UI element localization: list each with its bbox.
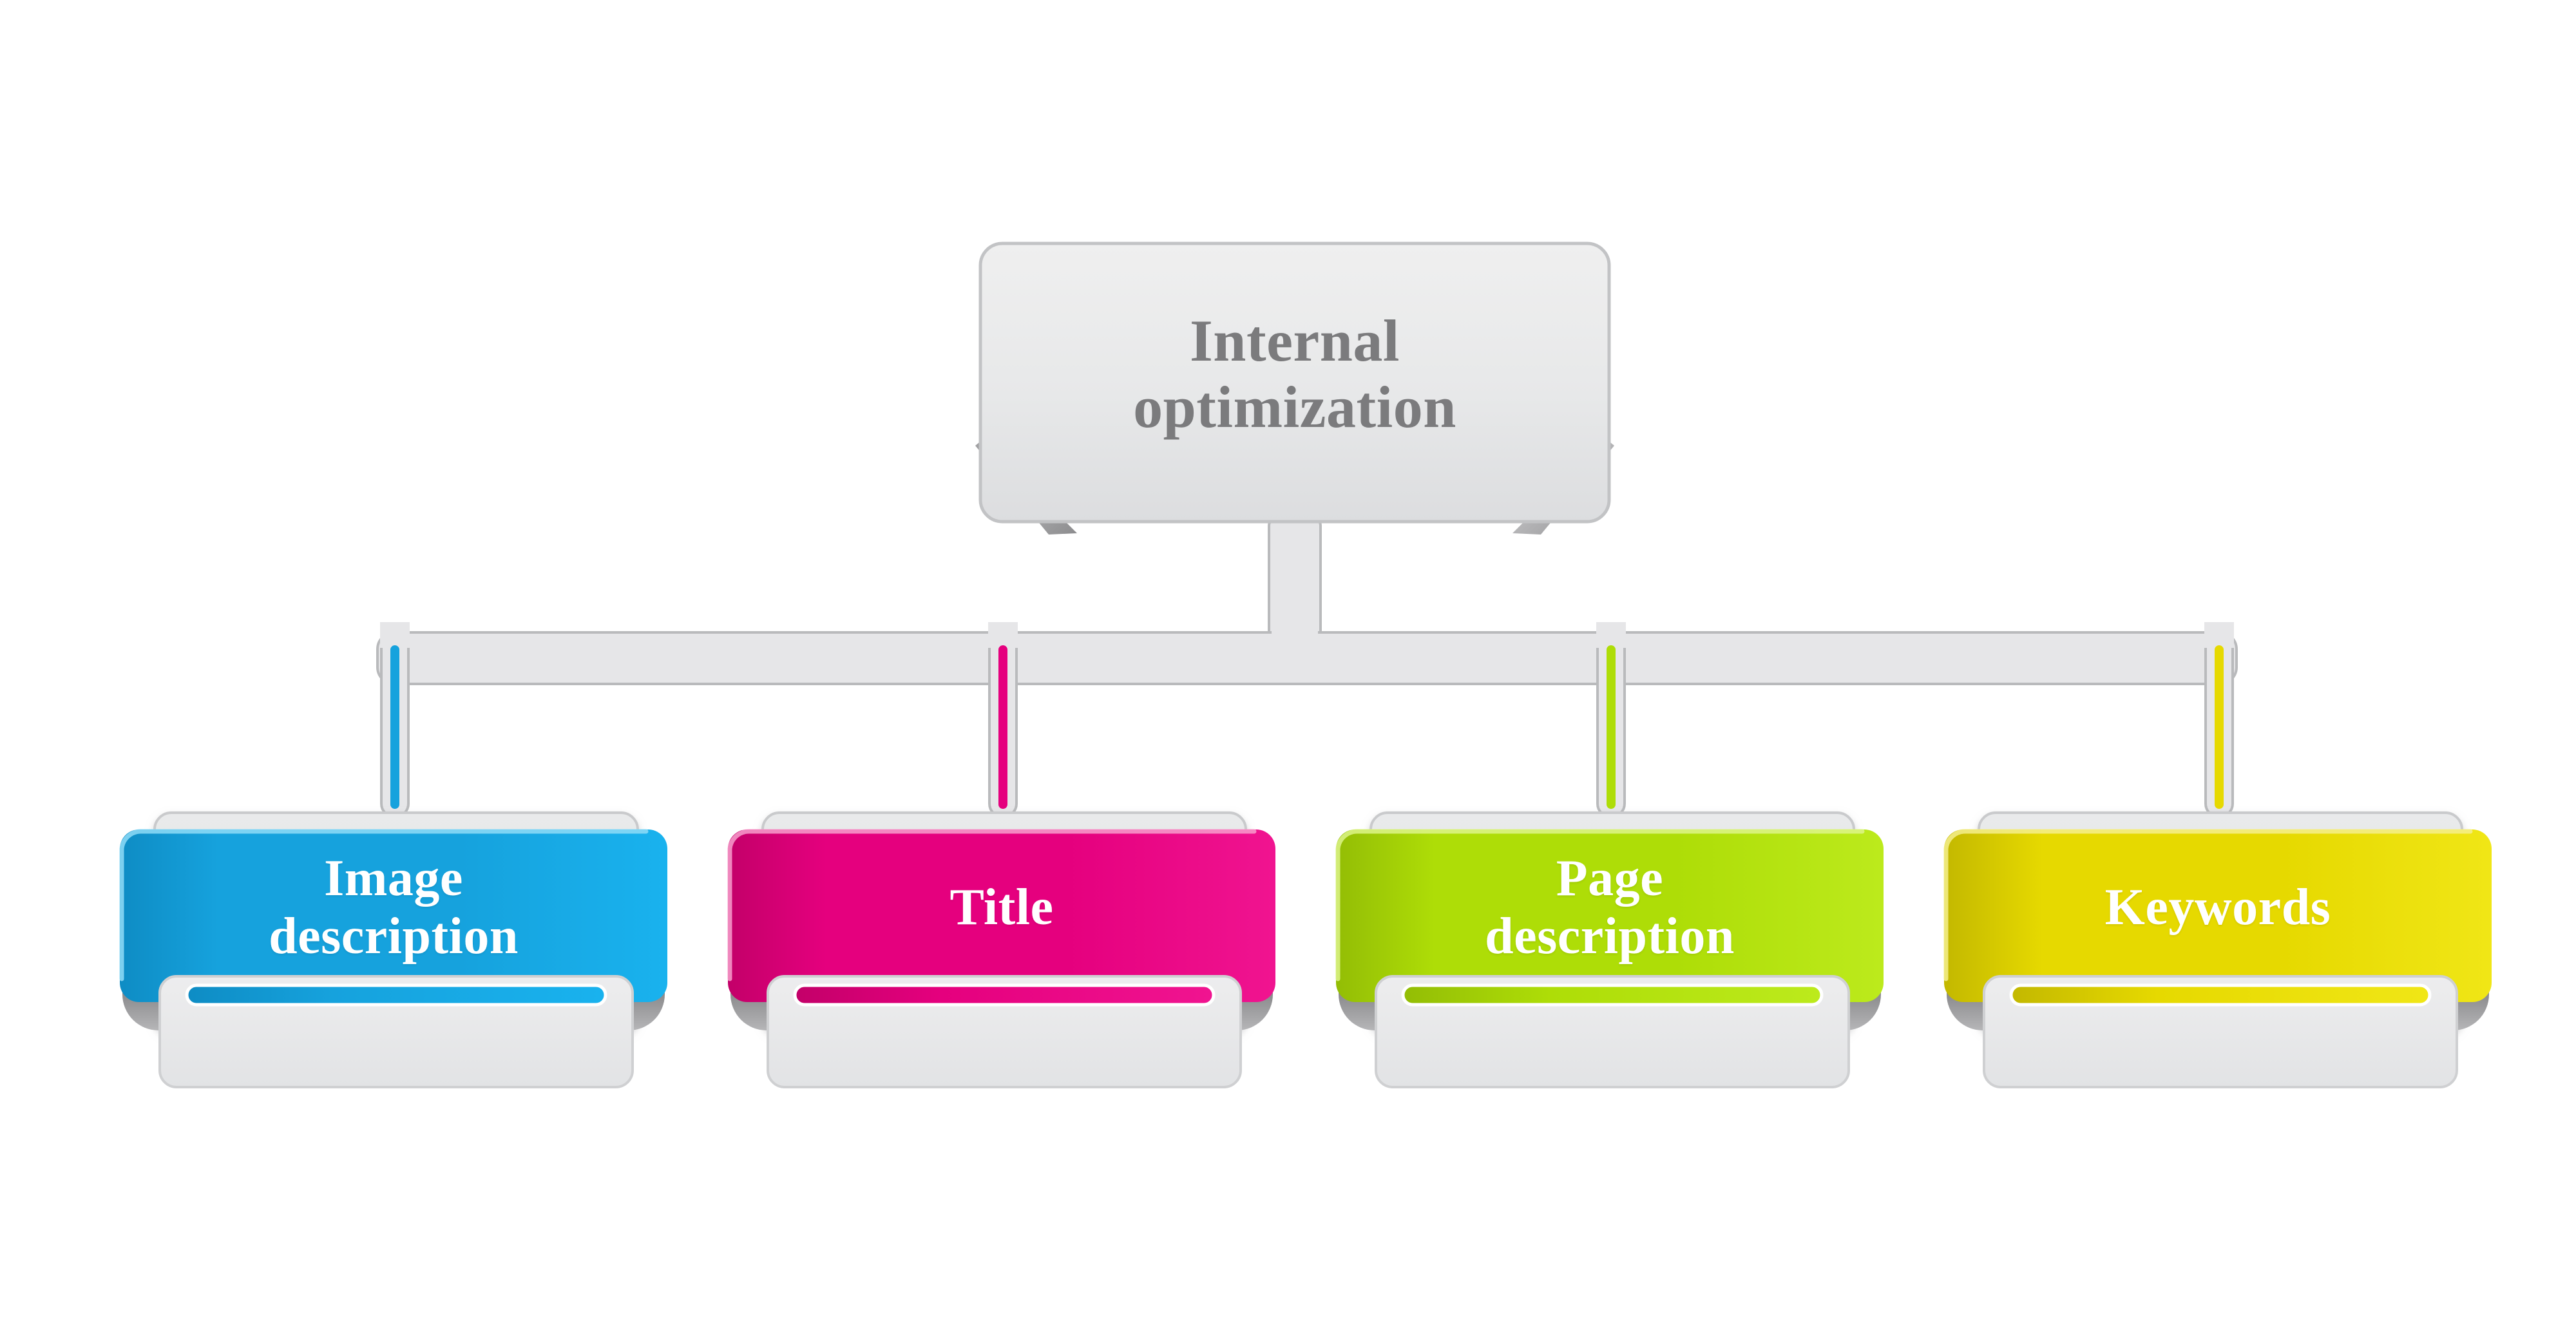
child-accent-bar-page-description [1401, 983, 1824, 1007]
connector-stem-accent-image-description [390, 645, 399, 809]
child-node-image-description [119, 811, 667, 1088]
child-accent-bar-keywords [2009, 983, 2432, 1007]
connector-stem-accent-title [998, 645, 1007, 809]
root-node-shape[interactable] [975, 242, 1614, 535]
child-color-panel-keywords [1944, 829, 2492, 1002]
child-panel-highlight-image-description [119, 829, 649, 981]
connector-lines [376, 518, 2238, 818]
child-node-title [727, 811, 1275, 1088]
child-color-panel-image-description [120, 829, 667, 1002]
connector-stem-accent-keywords [2215, 645, 2224, 809]
child-panel-highlight-page-description [1335, 829, 1865, 981]
connector-junction [1272, 629, 1318, 643]
connector-trunk [1268, 518, 1322, 640]
connector-stem-blend-keywords [2204, 622, 2234, 648]
child-color-panel-page-description [1336, 829, 1884, 1002]
connector-stem-blend-image-description [380, 622, 410, 648]
connector-stem-blend-title [988, 622, 1018, 648]
child-accent-bar-title [793, 983, 1216, 1007]
child-nodes-shapes [119, 811, 2492, 1088]
child-panel-highlight-keywords [1943, 829, 2473, 981]
child-node-page-description [1335, 811, 1884, 1088]
root-node-box [978, 242, 1611, 524]
child-accent-bar-image-description [185, 983, 607, 1007]
connector-stem-blend-page-description [1596, 622, 1626, 648]
child-node-keywords [1943, 811, 2492, 1088]
child-color-panel-title [728, 829, 1275, 1002]
child-panel-highlight-title [727, 829, 1257, 981]
connector-stem-accent-page-description [1607, 645, 1616, 809]
